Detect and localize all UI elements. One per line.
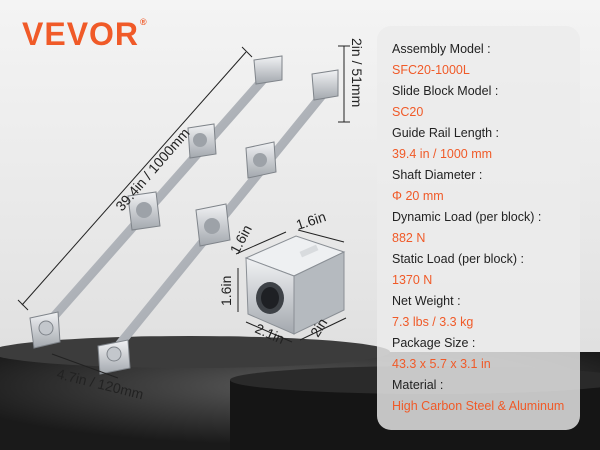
spec-label: Shaft Diameter : [392, 168, 483, 182]
spec-value: High Carbon Steel & Aluminum [392, 399, 565, 413]
spec-value: 1370 N [392, 273, 433, 287]
spec-label: Material : [392, 378, 444, 392]
slide-block-closeup [244, 235, 346, 335]
block-height-side-label: 1.6in [218, 276, 234, 306]
spec-value: 39.4 in / 1000 mm [392, 147, 493, 161]
spec-label: Dynamic Load (per block) : [392, 210, 542, 224]
rail-length-dimension [17, 46, 253, 311]
spec-label: Slide Block Model : [392, 84, 499, 98]
spec-assembly-model: Assembly Model : SFC20-1000L [392, 39, 580, 81]
spec-label: Package Size : [392, 336, 476, 350]
block-top-width-label: 1.6in [227, 222, 255, 256]
spec-value: 43.3 x 5.7 x 3.1 in [392, 357, 491, 371]
support-height-dimension [338, 45, 350, 123]
spec-label: Assembly Model : [392, 42, 491, 56]
spec-net-weight: Net Weight : 7.3 lbs / 3.3 kg [392, 291, 580, 333]
spec-package-size: Package Size : 43.3 x 5.7 x 3.1 in [392, 333, 580, 375]
spec-shaft-diameter: Shaft Diameter : Φ 20 mm [392, 165, 580, 207]
spec-label: Guide Rail Length : [392, 126, 500, 140]
block-top-depth-label: 1.6in [294, 208, 328, 233]
support-height-label: 2in / 51mm [349, 38, 365, 107]
spec-slide-block-model: Slide Block Model : SC20 [392, 81, 580, 123]
base-width-dimension [51, 353, 119, 379]
specifications-panel: Assembly Model : SFC20-1000L Slide Block… [377, 26, 580, 430]
rail-1 [29, 55, 283, 349]
spec-static-load: Static Load (per block) : 1370 N [392, 249, 580, 291]
spec-value: Φ 20 mm [392, 189, 444, 203]
registered-mark: ® [140, 17, 148, 27]
spec-value: SC20 [392, 105, 424, 119]
spec-value: 7.3 lbs / 3.3 kg [392, 315, 474, 329]
spec-value: SFC20-1000L [392, 63, 470, 77]
spec-material: Material : High Carbon Steel & Aluminum [392, 375, 580, 417]
spec-label: Static Load (per block) : [392, 252, 525, 266]
logo-text: VEVOR [22, 16, 140, 52]
block-dimension-lines [235, 229, 347, 343]
spec-dynamic-load: Dynamic Load (per block) : 882 N [392, 207, 580, 249]
vevor-logo: VEVOR® [22, 16, 148, 52]
spec-value: 882 N [392, 231, 426, 245]
rail-2 [97, 69, 339, 375]
spec-label: Net Weight : [392, 294, 461, 308]
spec-guide-rail-length: Guide Rail Length : 39.4 in / 1000 mm [392, 123, 580, 165]
